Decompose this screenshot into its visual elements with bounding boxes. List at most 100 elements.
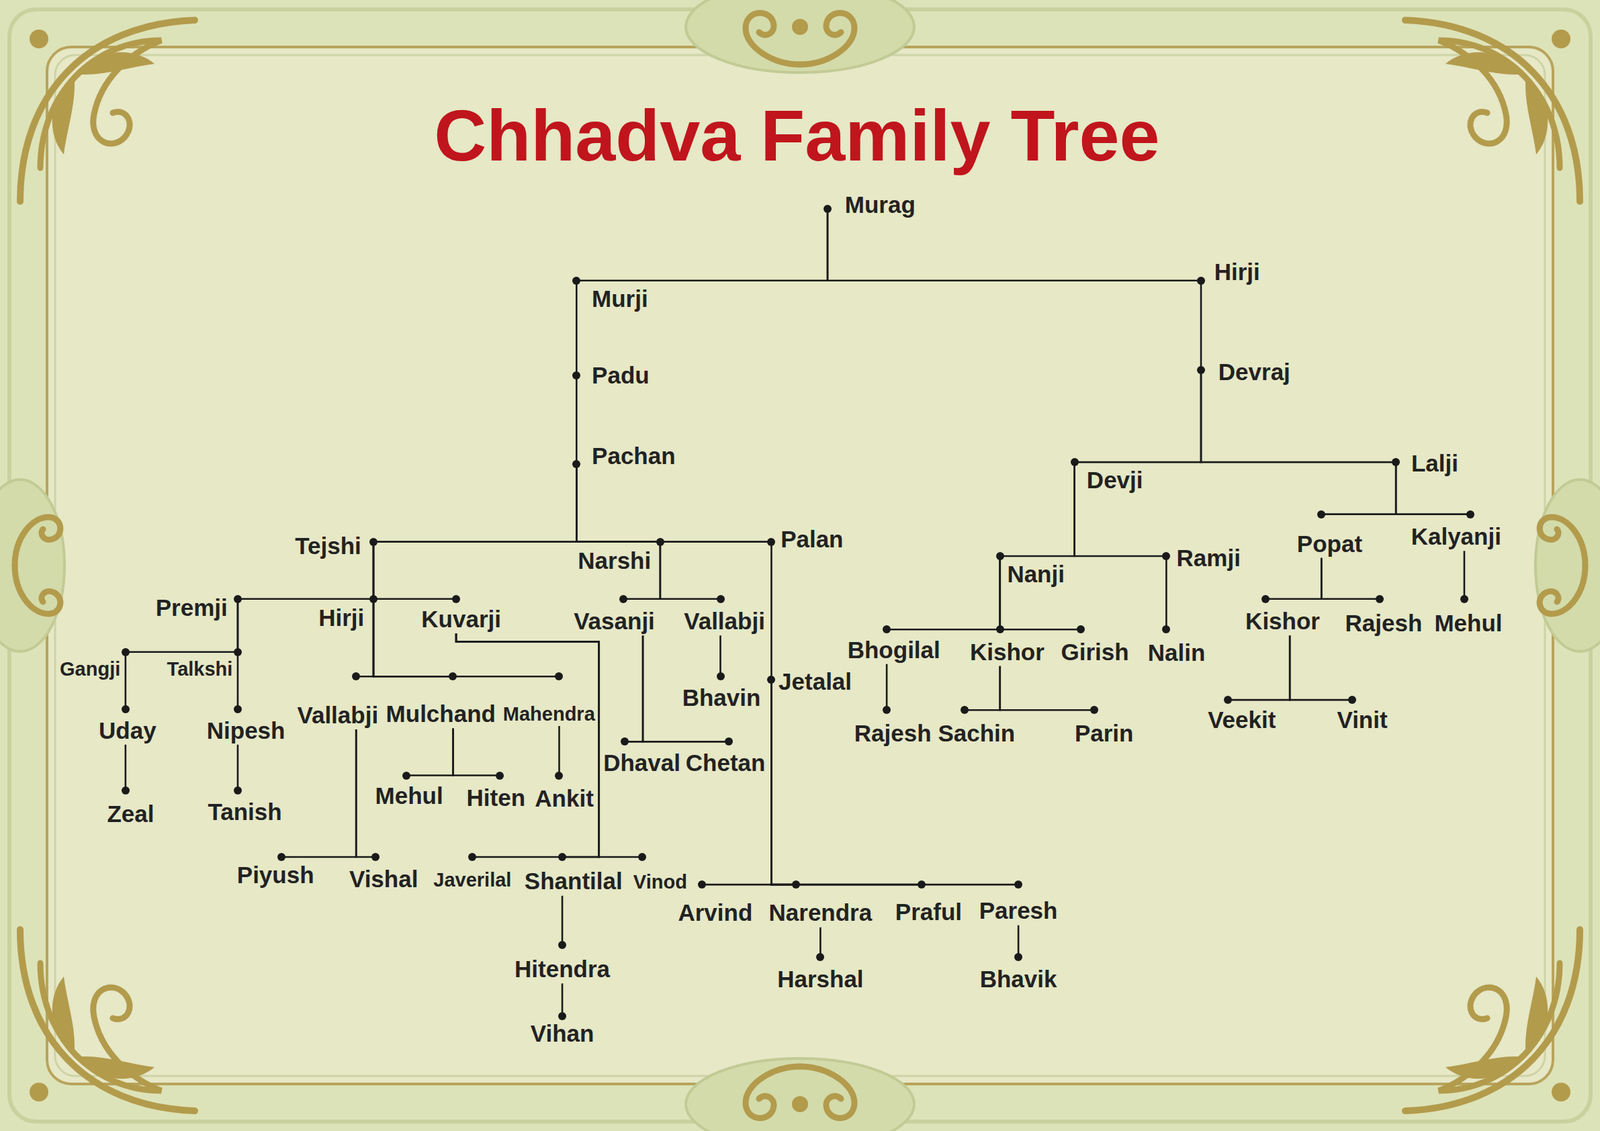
inner-panel [47,47,1553,1085]
lineage-line [452,728,500,776]
person-node: Vallabji [297,672,379,729]
node-dot [638,853,647,862]
lineage-line [1265,558,1322,600]
person-node: Mehul [1434,595,1502,638]
person-node: Hiten [466,771,526,813]
node-dot [1196,366,1206,375]
person-name: Veekit [1207,706,1276,734]
node-dot [1196,276,1206,285]
person-node: Gangji [59,648,130,681]
person-node: Devraj [1196,358,1291,386]
person-name: Hiten [466,784,526,812]
node-dot [1391,458,1400,467]
person-name: Mulchand [386,700,496,728]
node-dot [121,648,130,657]
node-dot [1375,595,1384,604]
person-name: Kishor [1245,607,1320,635]
person-node: Narendra [769,880,873,927]
person-node: Murji [572,276,648,313]
node-dot [1460,595,1469,604]
person-node: Arvind [677,880,753,927]
lineage-line [886,556,1001,630]
frame-line [55,55,1545,1077]
person-name: Bhavik [980,965,1058,993]
person-name: Zeal [106,800,154,828]
corner-ornament [20,929,195,1111]
person-node: Girish [1060,625,1129,666]
person-name: Vallabji [297,701,379,729]
lineage-line [1321,462,1396,515]
node-dot [767,538,776,547]
person-node: Kishor [969,625,1045,666]
node-dot [656,538,665,547]
lineage-line [1000,462,1075,557]
person-name: Parin [1074,720,1134,747]
lineage-line [124,652,127,710]
person-name: Tanish [207,798,282,826]
node-dot [1014,953,1023,962]
lineage-line [719,635,722,677]
lineage-line [624,635,643,742]
person-name: Rajesh [854,720,932,747]
lineage-line [237,652,240,710]
person-node: Nanji [996,552,1065,588]
lineage-line [237,599,240,653]
lineage-line [575,280,578,376]
node-dot [917,880,926,889]
person-name: Uday [98,717,157,745]
lineage-line [964,666,1001,710]
node-dot [448,672,457,681]
person-node: Piyush [237,853,315,889]
person-name: Chetan [685,749,766,777]
lineage-line [558,726,561,776]
person-node: Talkshi [167,648,242,681]
edge-ornament [685,0,915,73]
node-dot [1162,552,1171,561]
node-dot [233,595,242,604]
node-dot [558,853,567,862]
person-node: Popat [1297,510,1363,558]
person-node: Shantilal [524,853,623,896]
lineage-line [456,633,600,858]
person-node: Devji [1070,458,1144,494]
person-node: Harshal [777,953,864,994]
lineage-line [406,728,454,776]
node-dot [791,880,800,889]
person-node: Rajesh [854,705,932,747]
node-dot [554,672,563,681]
person-name: Hitendra [514,955,610,983]
node-dot [816,953,825,962]
node-dot [572,460,581,469]
node-dot [233,786,242,795]
corner-ornament [1405,20,1580,202]
person-name: Padu [591,362,650,389]
person-name: Dhaval [603,749,681,777]
person-node: Chetan [685,737,766,777]
person-name: Praful [895,898,962,926]
node-dot [716,595,725,604]
node-dot [960,705,969,715]
node-dot [823,204,832,213]
person-name: Lalji [1411,450,1459,477]
person-name: Devraj [1218,358,1291,386]
person-name: Narendra [769,899,873,927]
person-name: Talkshi [167,658,234,681]
edge-ornament [1535,479,1600,652]
person-node: Bhogilal [847,625,941,664]
lineage-line [771,679,921,885]
chart-title: Chhadva Family Tree [433,94,1160,178]
lineage-line [561,896,564,946]
edge-ornament [0,479,65,652]
person-name: Bhavin [682,684,762,712]
lineage-line [1227,635,1291,700]
edge-ornament [685,1058,915,1131]
person-name: Mehul [375,782,444,810]
person-name: Popat [1297,530,1363,558]
person-node: Bhavik [980,953,1058,994]
node-dot [121,786,130,795]
person-node: Ramji [1162,544,1241,572]
node-dot [554,771,563,780]
person-name: Kuvarji [421,605,502,633]
person-name: Ankit [534,785,594,813]
node-dot [121,705,130,714]
